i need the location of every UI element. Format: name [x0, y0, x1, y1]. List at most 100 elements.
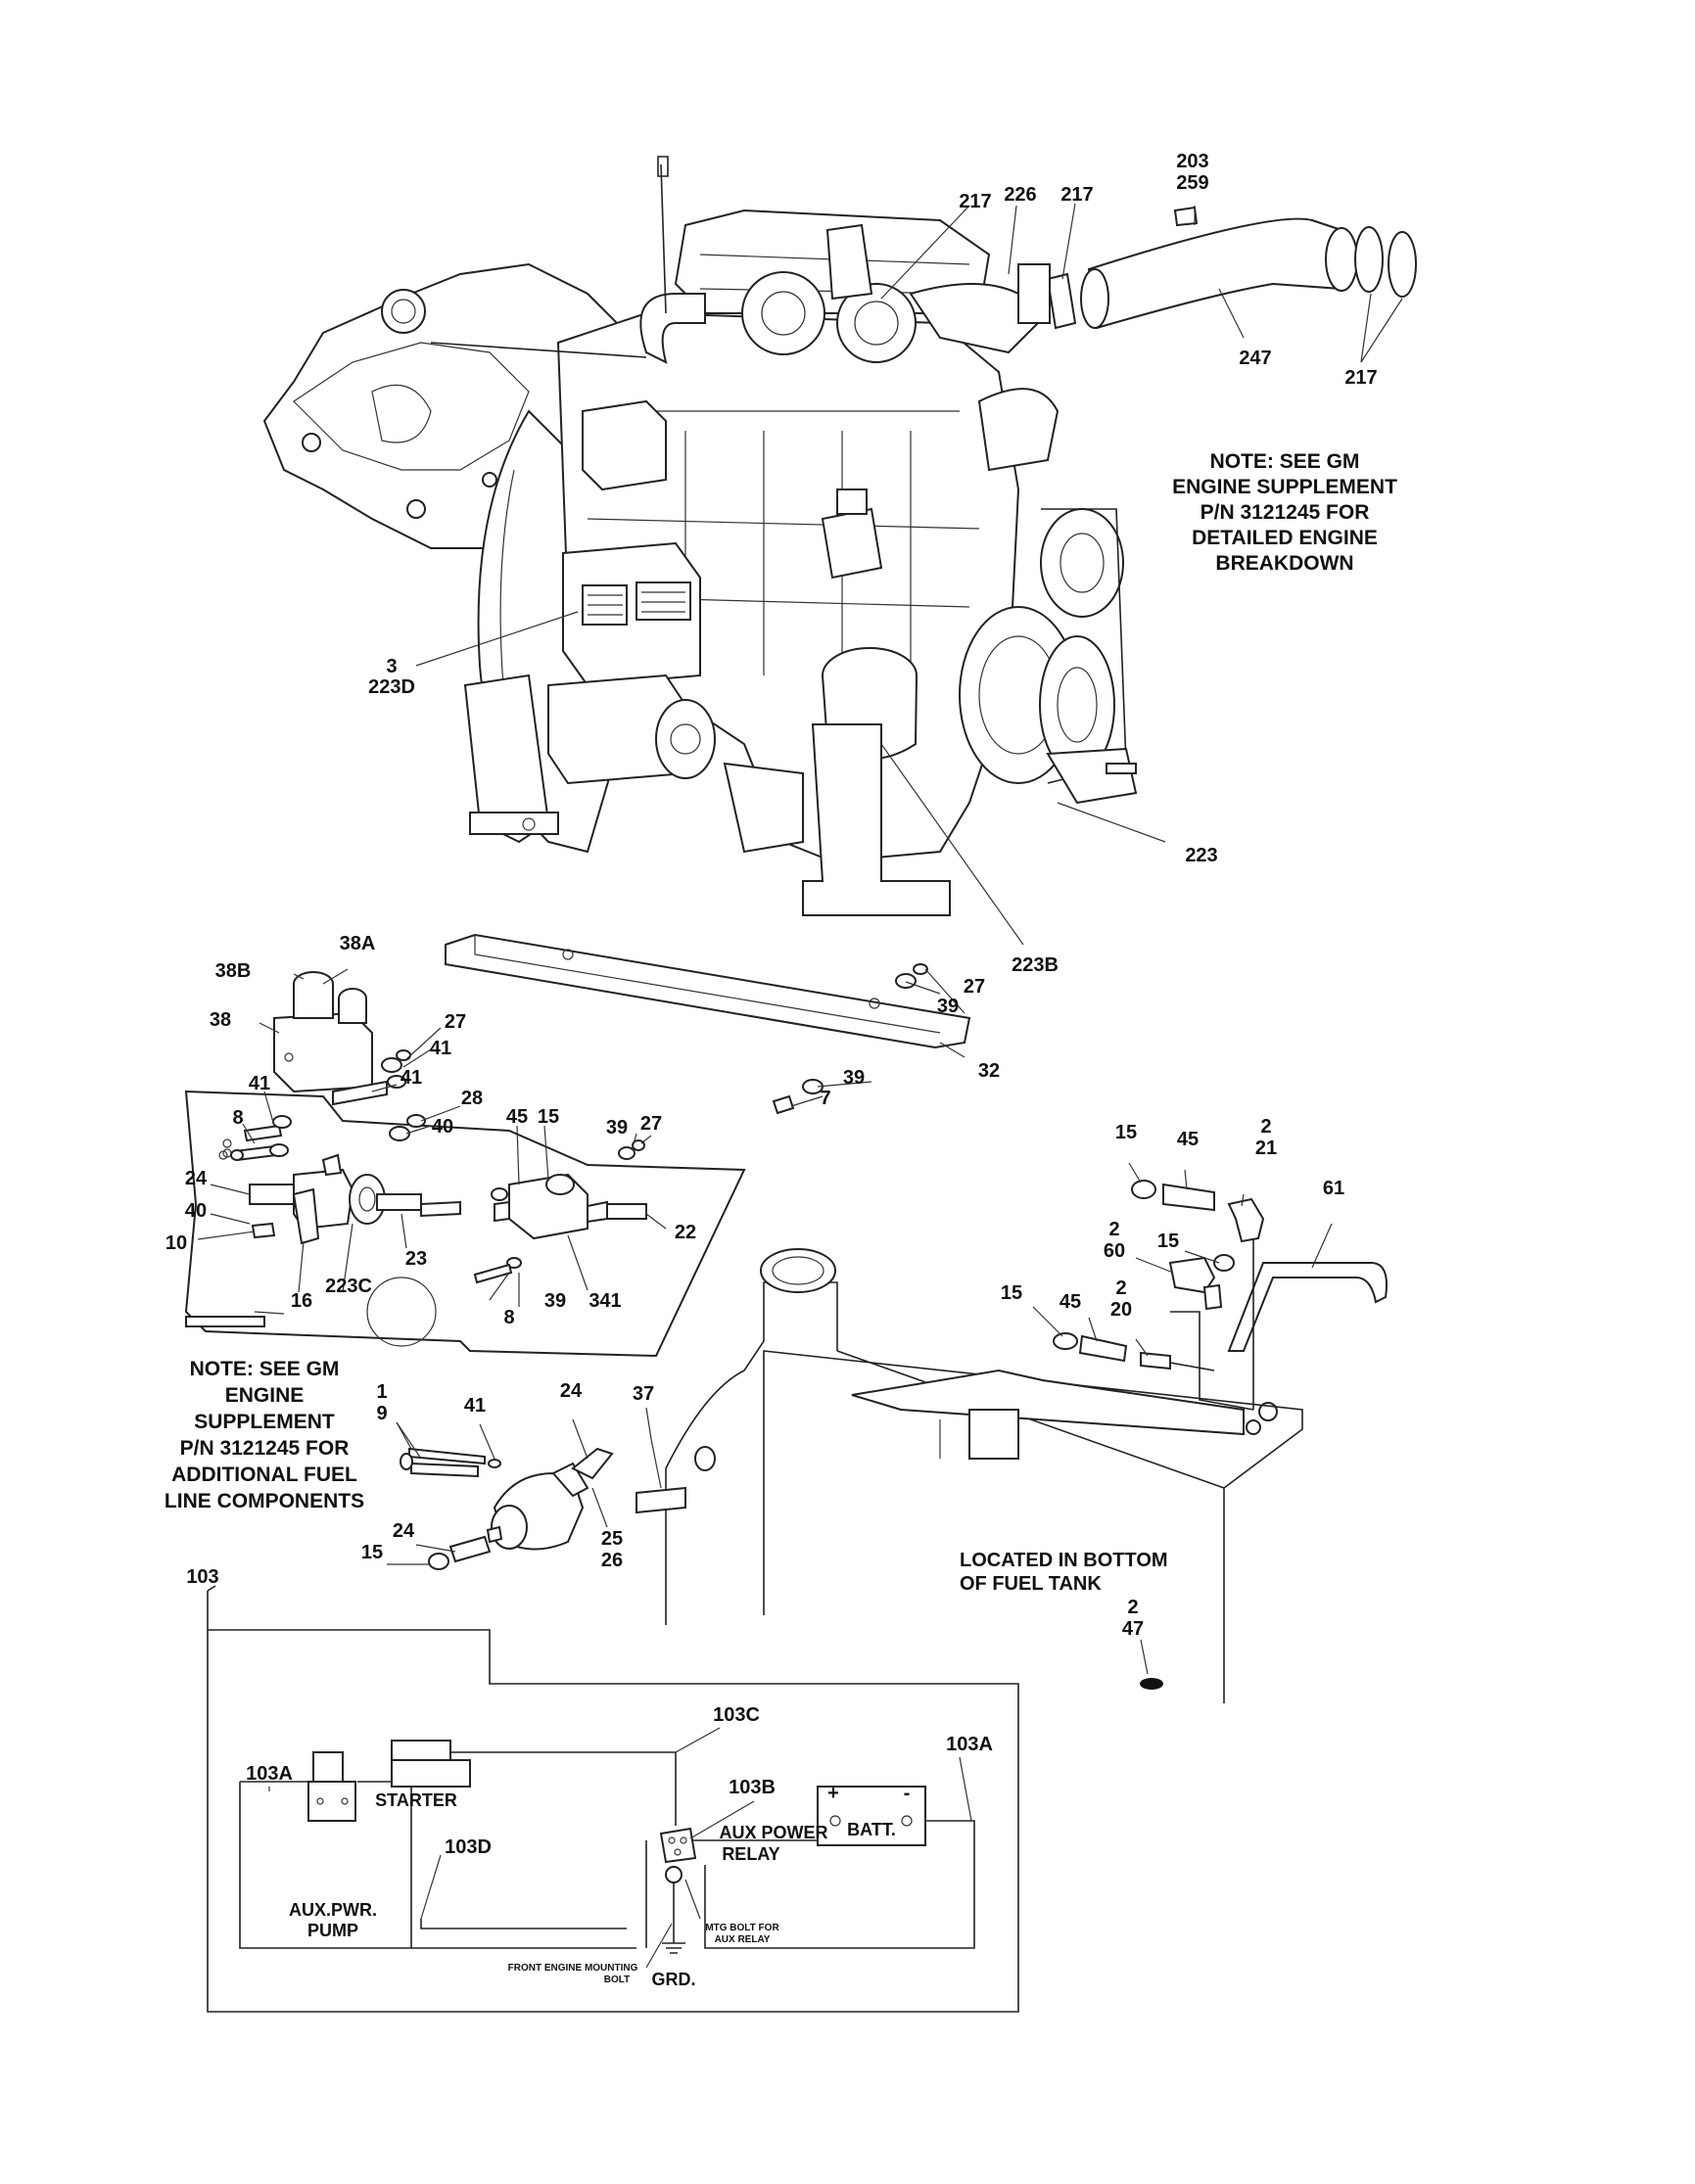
front-engine-bolt-label-1: FRONT ENGINE MOUNTING — [508, 1963, 638, 1974]
callout-1: 1 — [376, 1381, 387, 1403]
callout-45a: 45 — [506, 1106, 528, 1128]
callout-38: 38 — [210, 1009, 231, 1031]
leader-47 — [1140, 1639, 1149, 1675]
callout-39b: 39 — [937, 996, 959, 1017]
callout-2-21-b: 21 — [1255, 1138, 1277, 1159]
svg-text:NOTE: SEE GM: NOTE: SEE GM — [1210, 450, 1360, 473]
valve-hardware — [230, 1049, 426, 1239]
callout-103C: 103C — [713, 1704, 760, 1726]
callout-32: 32 — [978, 1060, 1000, 1082]
callout-226: 226 — [1004, 184, 1036, 206]
right-leaders — [1032, 1162, 1333, 1357]
wiring-labels: STARTER AUX.PWR. PUMP AUX POWER RELAY BA… — [289, 1783, 910, 1989]
callout-labels: 203 259 217 226 217 247 217 3 223D 223 2… — [165, 151, 1378, 1858]
aux-relay-label-1: AUX POWER — [719, 1823, 827, 1842]
callout-217b: 217 — [1060, 184, 1093, 206]
svg-text:LINE COMPONENTS: LINE COMPONENTS — [165, 1490, 364, 1512]
fuel-leaders — [197, 968, 965, 1307]
callout-223B: 223B — [1012, 954, 1059, 976]
callout-40a: 40 — [432, 1116, 453, 1138]
aux-relay-symbol — [659, 1827, 697, 1864]
fuel-fitting-341 — [420, 1139, 647, 1284]
ground-symbol — [645, 1866, 701, 1969]
callout-25: 25 — [601, 1528, 623, 1550]
callout-22: 22 — [675, 1222, 696, 1243]
battery-plus: + — [827, 1783, 839, 1804]
mounting-bar-32 — [445, 933, 971, 1115]
callout-16: 16 — [291, 1290, 312, 1312]
callout-38A: 38A — [340, 933, 376, 954]
callout-41c: 41 — [249, 1073, 270, 1094]
aux-pump-label-2: PUMP — [307, 1921, 358, 1940]
callout-103B: 103B — [729, 1777, 776, 1798]
svg-text:LOCATED IN BOTTOM: LOCATED IN BOTTOM — [960, 1550, 1168, 1571]
mtg-bolt-label-1: MTG BOLT FOR — [705, 1923, 779, 1933]
svg-text:P/N 3121245 FOR: P/N 3121245 FOR — [1201, 501, 1370, 524]
fuel-line-note: NOTE: SEE GM ENGINE SUPPLEMENT P/N 31212… — [165, 1358, 364, 1512]
callout-8b: 8 — [503, 1307, 514, 1328]
aux-relay-label-2: RELAY — [722, 1844, 779, 1864]
callout-24b: 24 — [560, 1380, 583, 1402]
svg-text:ADDITIONAL FUEL: ADDITIONAL FUEL — [171, 1464, 357, 1486]
aux-pump-label-1: AUX.PWR. — [289, 1900, 377, 1920]
callout-103: 103 — [186, 1566, 218, 1588]
callout-7: 7 — [820, 1088, 830, 1109]
engine-leaders — [415, 203, 1403, 946]
callout-28: 28 — [461, 1088, 483, 1109]
callout-103A-left: 103A — [246, 1763, 293, 1785]
ground-label: GRD. — [652, 1970, 696, 1989]
battery-minus: - — [904, 1783, 911, 1804]
callout-45c: 45 — [1059, 1291, 1081, 1313]
fuel-tank — [636, 1248, 1303, 1703]
svg-text:SUPPLEMENT: SUPPLEMENT — [194, 1411, 335, 1433]
svg-text:ENGINE SUPPLEMENT: ENGINE SUPPLEMENT — [1172, 476, 1397, 498]
svg-text:DETAILED ENGINE: DETAILED ENGINE — [1192, 527, 1378, 549]
callout-15d: 15 — [1001, 1282, 1022, 1304]
callout-2-47-b: 47 — [1122, 1618, 1144, 1640]
callout-259: 259 — [1176, 172, 1208, 194]
callout-2-60-a: 2 — [1108, 1219, 1119, 1240]
fuel-filter-223C — [249, 1153, 422, 1245]
callout-3: 3 — [386, 656, 397, 677]
callout-2-60-b: 60 — [1104, 1240, 1125, 1262]
callout-40b: 40 — [185, 1200, 207, 1222]
tank-fittings — [1053, 1180, 1388, 1435]
front-engine-bolt-label-2: BOLT — [604, 1975, 630, 1985]
callout-103A-right: 103A — [946, 1734, 993, 1755]
callout-39a: 39 — [606, 1117, 628, 1138]
callout-37: 37 — [633, 1383, 654, 1405]
engine-assembly — [262, 156, 1138, 916]
callout-24a: 24 — [185, 1168, 208, 1189]
callout-27a: 27 — [445, 1011, 466, 1033]
callout-223: 223 — [1185, 845, 1217, 866]
svg-text:NOTE: SEE GM: NOTE: SEE GM — [190, 1358, 340, 1380]
callout-2-20-b: 20 — [1110, 1299, 1132, 1321]
callout-2-47-a: 2 — [1127, 1597, 1138, 1618]
callout-41a: 41 — [430, 1038, 451, 1059]
callout-341: 341 — [589, 1290, 621, 1312]
callout-27c: 27 — [964, 976, 985, 998]
callout-203: 203 — [1176, 151, 1208, 172]
svg-text:ENGINE: ENGINE — [225, 1384, 305, 1407]
svg-text:P/N 3121245 FOR: P/N 3121245 FOR — [180, 1437, 350, 1460]
tank-note: LOCATED IN BOTTOM OF FUEL TANK — [960, 1550, 1168, 1595]
callout-247: 247 — [1239, 348, 1271, 369]
fuel-bracket-plate — [184, 1090, 746, 1358]
callout-223D: 223D — [368, 676, 415, 698]
drain-plug-icon — [1140, 1678, 1163, 1690]
callout-41d: 41 — [464, 1395, 486, 1417]
callout-39d: 39 — [544, 1290, 566, 1312]
wiring-harness — [207, 1585, 1019, 2013]
callout-9: 9 — [376, 1403, 387, 1424]
air-intake-assembly — [1017, 206, 1417, 330]
callout-23: 23 — [405, 1248, 427, 1270]
callout-15e: 15 — [361, 1542, 383, 1563]
wiring-leaders — [268, 1727, 972, 1920]
callout-217c: 217 — [1344, 367, 1377, 389]
callout-45b: 45 — [1177, 1129, 1199, 1150]
svg-text:BREAKDOWN: BREAKDOWN — [1215, 552, 1353, 575]
callout-27b: 27 — [640, 1113, 662, 1135]
callout-26: 26 — [601, 1550, 623, 1571]
callout-2-21-a: 2 — [1260, 1116, 1271, 1138]
